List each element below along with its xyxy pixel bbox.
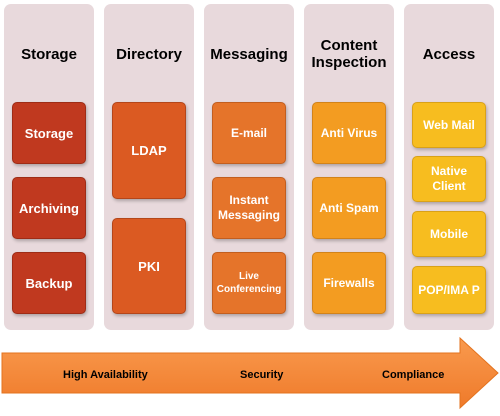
- box-email: E-mail: [212, 102, 286, 164]
- box-pki: PKI: [112, 218, 186, 314]
- box-live-conferencing: Live Conferencing: [212, 252, 286, 314]
- arrow-shape: [1, 336, 499, 410]
- column-title-directory: Directory: [116, 45, 182, 63]
- column-directory: Directory LDAP PKI: [104, 4, 194, 330]
- box-native-client: Native Client: [412, 156, 486, 202]
- box-archiving: Archiving: [12, 177, 86, 239]
- column-title-content-inspection: Content Inspection: [311, 37, 387, 71]
- box-instant-messaging: Instant Messaging: [212, 177, 286, 239]
- column-title-messaging: Messaging: [210, 45, 288, 63]
- box-web-mail: Web Mail: [412, 102, 486, 148]
- column-access: Access Web Mail Native Client Mobile POP…: [404, 4, 494, 330]
- box-storage: Storage: [12, 102, 86, 164]
- box-firewalls: Firewalls: [312, 252, 386, 314]
- column-content-inspection: Content Inspection Anti Virus Anti Spam …: [304, 4, 394, 330]
- box-pop-imap: POP/IMA P: [412, 266, 486, 314]
- arrow-label-high-availability: High Availability: [63, 369, 148, 381]
- column-storage: Storage Storage Archiving Backup: [4, 4, 94, 330]
- arrow-label-security: Security: [240, 369, 284, 381]
- box-backup: Backup: [12, 252, 86, 314]
- arrow-label-compliance: Compliance: [382, 369, 445, 381]
- box-ldap: LDAP: [112, 102, 186, 199]
- column-title-access: Access: [422, 45, 476, 63]
- box-mobile: Mobile: [412, 211, 486, 257]
- progress-arrow: [0, 336, 500, 411]
- box-anti-virus: Anti Virus: [312, 102, 386, 164]
- column-messaging: Messaging E-mail Instant Messaging Live …: [204, 4, 294, 330]
- box-anti-spam: Anti Spam: [312, 177, 386, 239]
- column-title-storage: Storage: [21, 45, 77, 63]
